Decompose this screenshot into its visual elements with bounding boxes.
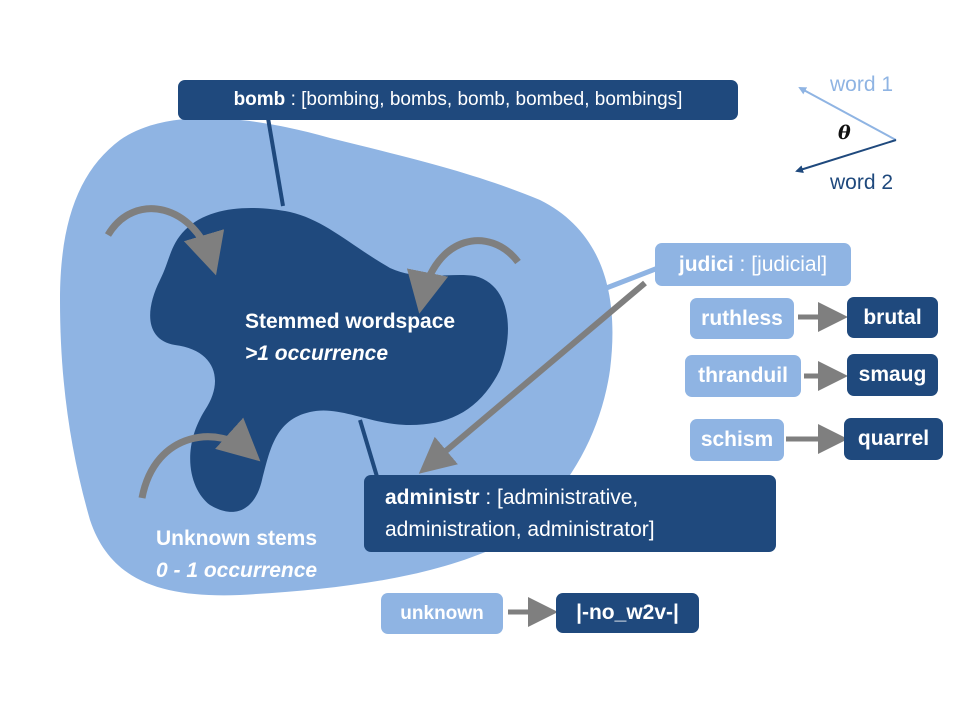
mapping-source-schism: schism: [690, 419, 784, 461]
word1-label: word 1: [830, 73, 894, 96]
administr-separator: :: [479, 485, 498, 509]
outer-region-title: Unknown stems: [156, 527, 318, 550]
mapping-target-smaug: smaug: [847, 354, 938, 396]
bomb-stem-box: bomb : [bombing, bombs, bomb, bombed, bo…: [178, 80, 738, 120]
bomb-stem-key: bomb: [233, 89, 286, 110]
mapping-source-thranduil: thranduil: [685, 355, 801, 397]
administr-connector: [358, 419, 380, 481]
inner-region-title: Stemmed wordspace: [245, 310, 456, 333]
curved-arrow-right: [406, 237, 521, 314]
angle-theta-label: θ: [838, 122, 851, 144]
word2-label: word 2: [830, 171, 894, 194]
curved-arrow-bottom: [138, 417, 261, 499]
mapping-source-ruthless: ruthless: [690, 298, 794, 339]
judici-word-list: [judicial]: [751, 252, 828, 276]
mapping-source-unknown: unknown: [381, 593, 503, 634]
bomb-word-list: [bombing, bombs, bomb, bombed, bombings]: [301, 89, 683, 110]
administr-stem-key: administr: [385, 485, 480, 509]
outer-region-subtitle: 0 - 1 occurrence: [156, 559, 318, 582]
bomb-connector: [266, 117, 285, 207]
judici-stem-key: judici: [678, 252, 734, 276]
inner-region-subtitle: >1 occurrence: [245, 342, 389, 365]
mapping-target-quarrel: quarrel: [844, 418, 943, 460]
judici-to-administr-arrow: [418, 280, 647, 474]
curved-arrow-top-left: [105, 205, 225, 276]
mapping-target-brutal: brutal: [847, 297, 938, 338]
judici-separator: :: [733, 252, 752, 276]
word1-vector: [798, 87, 897, 141]
judici-connector: [595, 265, 659, 295]
administr-word-list-1: [administrative,: [497, 485, 639, 509]
administr-stem-box: administr : [administrative, administrat…: [364, 475, 776, 552]
bomb-separator: :: [285, 89, 302, 110]
judici-stem-box: judici : [judicial]: [655, 243, 851, 286]
administr-word-list-2: administration, administrator]: [385, 517, 655, 541]
administr-line-1: administr : [administrative,: [385, 482, 638, 514]
word2-vector: [795, 139, 897, 174]
mapping-target-no-w2v: |-no_w2v-|: [556, 593, 699, 633]
